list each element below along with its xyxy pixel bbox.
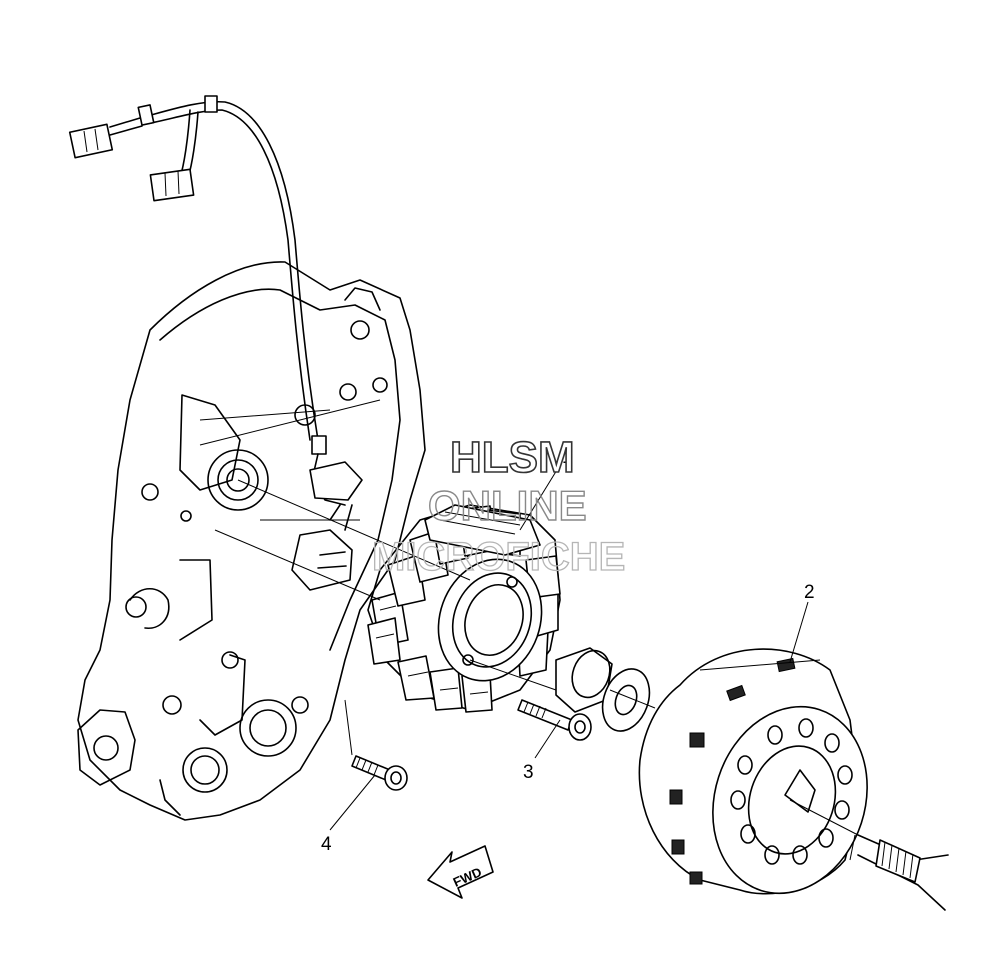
- crankcase-cover: [77, 261, 426, 821]
- watermark: HLSM ONLINE MICROFICHE: [371, 432, 626, 579]
- callout-4: 4: [321, 834, 332, 855]
- watermark-line-1: HLSM: [450, 433, 575, 482]
- callout-2: 2: [804, 582, 815, 603]
- rotor-flywheel: [638, 648, 868, 895]
- callout-1: 1: [562, 447, 573, 468]
- crankshaft-end: [849, 834, 949, 911]
- watermark-line-2: ONLINE: [428, 482, 587, 529]
- callout-3: 3: [523, 762, 534, 783]
- callout-leaders: [329, 464, 809, 831]
- bolt-4: [351, 755, 408, 791]
- wire-harness: [68, 95, 363, 591]
- washer: [601, 668, 651, 732]
- stator-assembly: [367, 504, 561, 713]
- fwd-direction-arrow: FWD: [427, 845, 494, 899]
- alignment-lines: [214, 479, 859, 836]
- harness-connector-a: [68, 123, 114, 159]
- harness-connector-b: [149, 168, 195, 202]
- watermark-line-3: MICROFICHE: [372, 535, 625, 579]
